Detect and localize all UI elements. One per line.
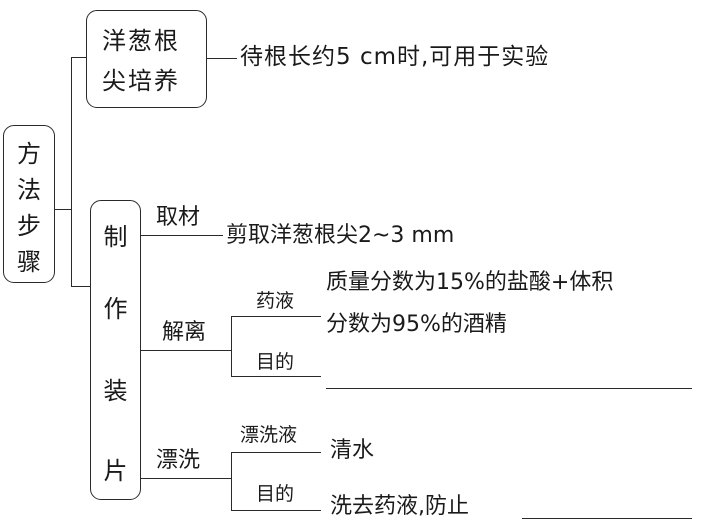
trunk-line [71,57,72,287]
root-char-4: 骤 [17,248,41,276]
step2-make-slide-node: 制 作 装 片 [90,200,141,500]
rinse-purpose-content: 洗去药液,防止 [330,494,469,519]
substep-rinse-label: 漂洗 [156,448,201,473]
step2-char-1: 制 [103,223,128,251]
dissociation-solution-content-line2: 分数为95%的酒精 [326,312,507,337]
dissociation-branch-solution-line [231,316,321,317]
substep-dissociation-label: 解离 [162,320,207,345]
dissociation-branch-vertical [231,316,232,377]
dissociation-solution-content-line1: 质量分数为15%的盐酸+体积 [326,270,614,295]
root-char-1: 方 [17,140,41,168]
rinse-branch-liquid-line [231,452,321,453]
step1-description: 待根长约5 cm时,可用于实验 [240,44,550,70]
step1-label-line2: 尖培养 [102,67,180,95]
substep-rinse-line [141,478,232,479]
step2-char-4: 片 [103,457,128,485]
dissociation-purpose-label: 目的 [256,351,295,373]
root-char-3: 步 [17,212,41,240]
trunk-to-step1 [71,57,87,58]
rinse-purpose-label: 目的 [256,483,295,505]
root-connector [55,209,72,210]
substep-sampling-label: 取材 [156,205,201,230]
step2-char-2: 作 [103,295,128,323]
dissociation-branch-purpose-line [231,376,321,377]
rinse-branch-vertical [231,452,232,511]
step1-connector [207,58,237,59]
root-node-method-steps: 方 法 步 骤 [3,125,55,283]
substep-dissociation-line [141,350,232,351]
dissociation-solution-label: 药液 [256,290,295,312]
rinse-branch-purpose-line [231,510,321,511]
trunk-to-step2 [71,286,91,287]
dissociation-purpose-answer-blank[interactable] [326,388,692,389]
root-char-2: 法 [17,176,41,204]
step1-onion-root-culture-node: 洋葱根 尖培养 [86,10,207,108]
substep-sampling-line [141,235,223,236]
step1-label-line1: 洋葱根 [102,27,180,55]
rinse-liquid-content: 清水 [330,438,375,463]
rinse-liquid-label: 漂洗液 [240,424,298,446]
substep-sampling-content: 剪取洋葱根尖2~3 mm [226,223,455,248]
rinse-purpose-answer-blank[interactable] [522,518,692,519]
step2-char-3: 装 [103,377,128,405]
